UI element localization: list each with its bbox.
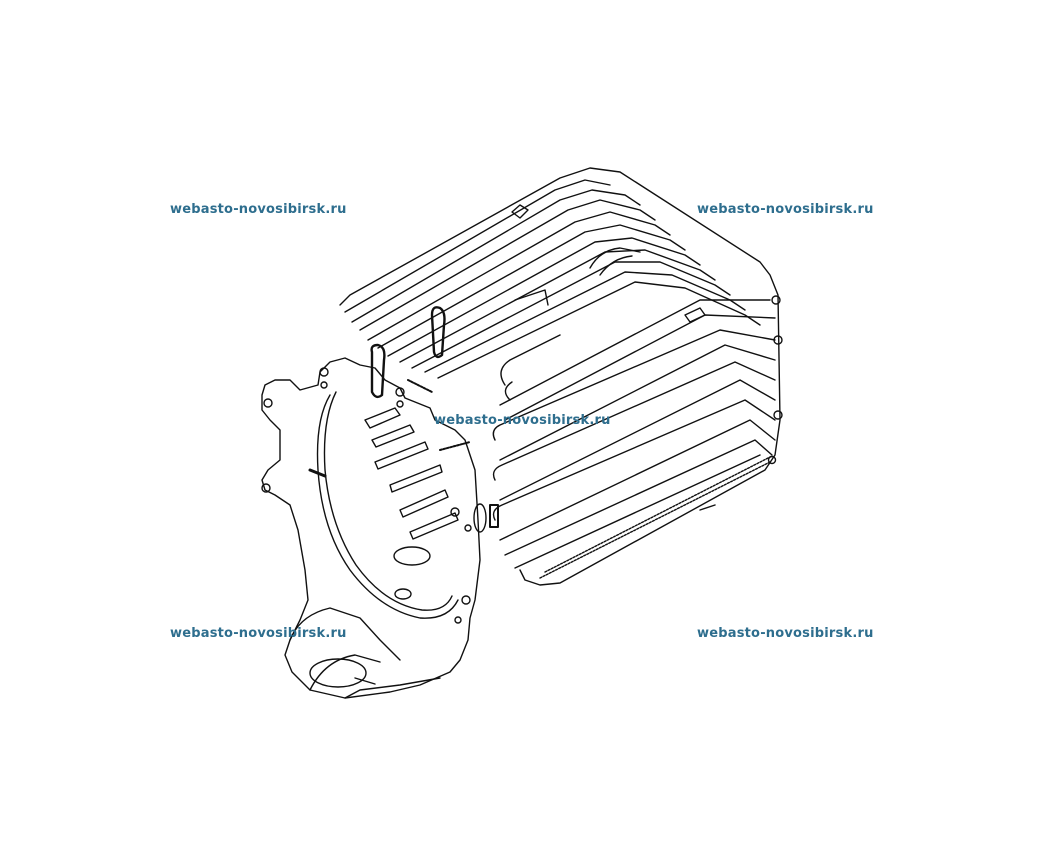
- flange: [261, 357, 499, 699]
- watermark-top-right: webasto-novosibirsk.ru: [697, 202, 874, 217]
- watermark-center: webasto-novosibirsk.ru: [434, 413, 611, 428]
- watermark-bottom-right: webasto-novosibirsk.ru: [697, 626, 874, 641]
- watermark-top-left: webasto-novosibirsk.ru: [170, 202, 347, 217]
- clips: [370, 306, 446, 399]
- finned-body: [339, 167, 783, 586]
- watermark-bottom-left: webasto-novosibirsk.ru: [170, 626, 347, 641]
